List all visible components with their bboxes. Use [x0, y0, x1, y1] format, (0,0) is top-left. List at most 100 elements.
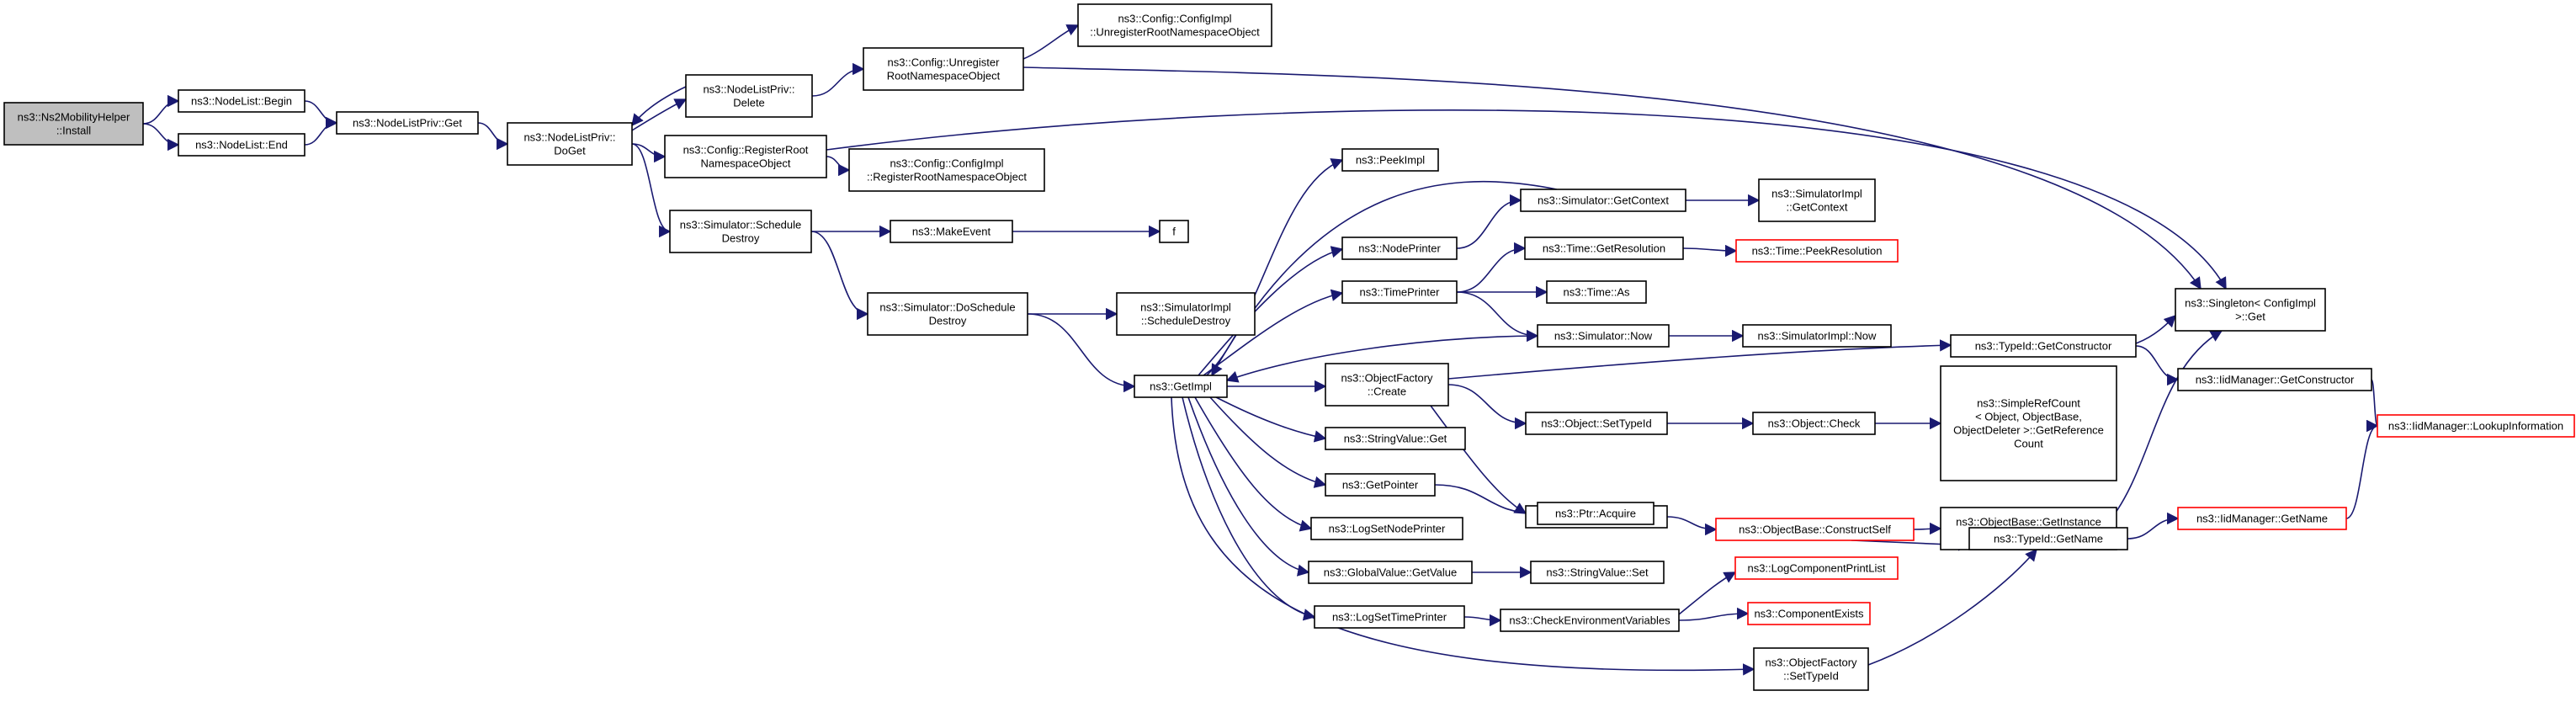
edge-timeprinter-to-time_getres — [1456, 242, 1527, 293]
node-sv_set[interactable]: ns3::StringValue::Set — [1530, 561, 1665, 584]
node-box — [2377, 414, 2575, 438]
node-singleton_get[interactable]: ns3::Singleton< ConfigImpl >::Get — [2175, 288, 2326, 332]
node-gv_getvalue[interactable]: ns3::GlobalValue::GetValue — [1308, 561, 1473, 584]
node-label: ns3::Time::As — [1564, 286, 1630, 299]
node-label: ns3::GetPointer — [1342, 479, 1419, 492]
node-label: ns3::NodeList::End — [195, 139, 288, 152]
node-sim_sched[interactable]: ns3::Simulator::ScheduleDestroy — [669, 210, 812, 253]
edge-getimpl-to-of_settypeid — [1171, 396, 1755, 676]
edge-getimpl-to-logsetnode — [1194, 396, 1313, 532]
node-box — [1537, 324, 1670, 348]
node-cfg_reg[interactable]: ns3::Config::RegisterRootNamespaceObject — [664, 135, 827, 178]
node-label: ns3::ObjectBase::ConstructSelf — [1739, 524, 1891, 536]
node-nodeprinter[interactable]: ns3::NodePrinter — [1341, 237, 1458, 260]
node-box — [890, 220, 1013, 243]
node-nlp_get[interactable]: ns3::NodeListPriv::Get — [336, 111, 479, 135]
node-obj_check[interactable]: ns3::Object::Check — [1752, 412, 1876, 435]
node-box — [1116, 292, 1256, 336]
node-box — [1950, 334, 2137, 358]
edge-iid_getctor-to-iid_lookup — [2366, 379, 2379, 432]
edge-of_create-to-obj_settypeid — [1447, 384, 1527, 430]
node-cfgi_reg[interactable]: ns3::Config::ConfigImpl::RegisterRootNam… — [848, 148, 1045, 192]
edge-timeprinter-to-sim_now — [1456, 291, 1539, 343]
node-label: ns3::TypeId::GetConstructor — [1975, 340, 2112, 353]
node-nl_begin[interactable]: ns3::NodeList::Begin — [178, 89, 305, 113]
node-sv_get[interactable]: ns3::StringValue::Get — [1325, 427, 1466, 450]
edge-cfg_unreg-to-singleton_get — [1022, 66, 2202, 290]
edge-obj_construct-to-ob_constructself — [1666, 516, 1718, 536]
node-label: ns3::SimulatorImpl::Now — [1758, 330, 1877, 343]
node-of_create[interactable]: ns3::ObjectFactory::Create — [1325, 363, 1449, 407]
node-box — [1742, 324, 1892, 348]
node-typeid_getctor[interactable]: ns3::TypeId::GetConstructor — [1950, 334, 2137, 358]
node-box — [2175, 288, 2326, 332]
node-f[interactable]: f — [1159, 220, 1189, 243]
node-ob_constructself[interactable]: ns3::ObjectBase::ConstructSelf — [1715, 518, 1915, 541]
node-cfgi_unreg[interactable]: ns3::Config::ConfigImpl::UnregisterRootN… — [1077, 3, 1272, 47]
node-sim_now[interactable]: ns3::Simulator::Now — [1537, 324, 1670, 348]
node-label: ns3::Object::SetTypeId — [1541, 417, 1652, 430]
edge-nlp_delete-to-nlp_doget — [631, 86, 687, 127]
node-sim_getctx[interactable]: ns3::Simulator::GetContext — [1520, 189, 1686, 212]
edge-iid_getname-to-iid_lookup — [2345, 419, 2379, 519]
node-compexists[interactable]: ns3::ComponentExists — [1747, 602, 1871, 625]
node-checkenv[interactable]: ns3::CheckEnvironmentVariables — [1500, 609, 1680, 632]
node-time_as[interactable]: ns3::Time::As — [1546, 280, 1647, 304]
node-install[interactable]: ns3::Ns2MobilityHelper::Install — [3, 102, 144, 146]
node-nl_end[interactable]: ns3::NodeList::End — [178, 133, 305, 157]
node-label: ns3::NodeListPriv::Get — [353, 117, 462, 130]
node-simi_getctx[interactable]: ns3::SimulatorImpl::GetContext — [1758, 178, 1876, 222]
node-getpointer[interactable]: ns3::GetPointer — [1325, 473, 1436, 497]
node-box — [336, 111, 479, 135]
node-logcomp_print[interactable]: ns3::LogComponentPrintList — [1734, 556, 1899, 580]
node-box — [1525, 412, 1668, 435]
node-time_peekres[interactable]: ns3::Time::PeekResolution — [1735, 239, 1899, 263]
node-label: ObjectDeleter >::GetReference — [1953, 424, 2104, 437]
edge-cfg_reg-to-singleton_get — [826, 109, 2227, 290]
node-box — [1325, 473, 1436, 497]
node-label: ns3::Simulator::GetContext — [1538, 194, 1669, 207]
node-box — [1546, 280, 1647, 304]
node-logsetnode[interactable]: ns3::LogSetNodePrinter — [1310, 517, 1463, 540]
node-box — [1735, 239, 1899, 263]
node-typeid_getname[interactable]: ns3::TypeId::GetName — [1968, 527, 2128, 550]
node-label: ns3::IidManager::GetName — [2196, 513, 2328, 525]
node-ptr_acquire[interactable]: ns3::Ptr::Acquire — [1537, 502, 1654, 525]
node-logsettime[interactable]: ns3::LogSetTimePrinter — [1314, 605, 1465, 629]
node-label: ns3::StringValue::Get — [1344, 433, 1447, 445]
node-box — [1325, 427, 1466, 450]
node-simpleref[interactable]: ns3::SimpleRefCount< Object, ObjectBase,… — [1940, 365, 2117, 481]
node-makeevent[interactable]: ns3::MakeEvent — [890, 220, 1013, 243]
node-simi_now[interactable]: ns3::SimulatorImpl::Now — [1742, 324, 1892, 348]
node-nlp_delete[interactable]: ns3::NodeListPriv::Delete — [685, 74, 813, 118]
node-label: DoGet — [554, 145, 586, 157]
node-obj_settypeid[interactable]: ns3::Object::SetTypeId — [1525, 412, 1668, 435]
node-label: ns3::MakeEvent — [912, 226, 991, 238]
node-box — [1308, 561, 1473, 584]
node-timeprinter[interactable]: ns3::TimePrinter — [1341, 280, 1458, 304]
node-box — [1341, 280, 1458, 304]
node-label: ns3::LogComponentPrintList — [1747, 562, 1885, 575]
node-getimpl[interactable]: ns3::GetImpl — [1134, 375, 1228, 398]
node-label: ns3::CheckEnvironmentVariables — [1509, 614, 1670, 627]
edge-getimpl-to-sv_get — [1215, 396, 1327, 443]
node-peekimpl[interactable]: ns3::PeekImpl — [1341, 148, 1439, 172]
node-iid_getname[interactable]: ns3::IidManager::GetName — [2177, 507, 2347, 530]
node-iid_lookup[interactable]: ns3::IidManager::LookupInformation — [2377, 414, 2575, 438]
node-box — [2177, 507, 2347, 530]
node-cfg_unreg[interactable]: ns3::Config::UnregisterRootNamespaceObje… — [863, 47, 1024, 91]
node-label: Delete — [733, 97, 765, 109]
node-simi_sched[interactable]: ns3::SimulatorImpl::ScheduleDestroy — [1116, 292, 1256, 336]
node-label: ns3::NodePrinter — [1358, 242, 1441, 255]
node-iid_getctor[interactable]: ns3::IidManager::GetConstructor — [2177, 368, 2372, 391]
node-label: ns3::Singleton< ConfigImpl — [2185, 297, 2316, 310]
node-of_settypeid[interactable]: ns3::ObjectFactory::SetTypeId — [1753, 647, 1869, 691]
edge-checkenv-to-compexists — [1678, 607, 1750, 621]
node-box — [1530, 561, 1665, 584]
node-box — [507, 122, 633, 166]
node-label: ns3::ComponentExists — [1754, 608, 1864, 620]
node-nlp_doget[interactable]: ns3::NodeListPriv::DoGet — [507, 122, 633, 166]
node-label: Destroy — [722, 232, 760, 245]
node-time_getres[interactable]: ns3::Time::GetResolution — [1524, 237, 1684, 260]
